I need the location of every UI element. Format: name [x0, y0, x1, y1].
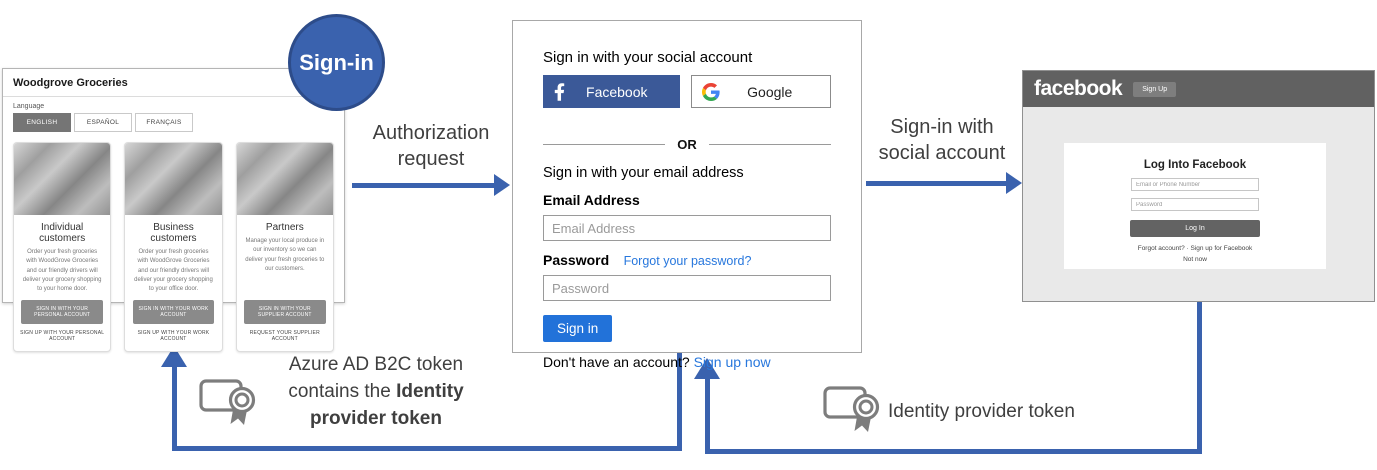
card-title: Partners: [265, 222, 304, 233]
facebook-login-card: Log Into Facebook Log In Forgot account?…: [1064, 143, 1326, 269]
sign-in-work-account-button[interactable]: SIGN IN WITH YOUR WORK ACCOUNT: [132, 300, 215, 325]
arrowhead-right-icon: [494, 174, 510, 196]
card-description: Manage your local produce in our invento…: [245, 238, 325, 272]
facebook-email-input[interactable]: [1131, 178, 1259, 191]
language-buttons: ENGLISH ESPAÑOL FRANÇAIS: [13, 113, 334, 132]
language-section: Language ENGLISH ESPAÑOL FRANÇAIS: [3, 97, 344, 134]
facebook-logo: facebook: [1034, 77, 1123, 100]
arrow-line: [677, 353, 682, 451]
facebook-header: facebook Sign Up: [1023, 71, 1374, 107]
arrow-line: [172, 367, 177, 446]
language-francais-button[interactable]: FRANÇAIS: [135, 113, 193, 132]
email-address-input[interactable]: [543, 215, 831, 241]
facebook-log-in-button[interactable]: Log In: [1130, 220, 1260, 237]
or-label: OR: [677, 137, 697, 152]
business-customers-card: Business customers Order your fresh groc…: [124, 142, 223, 353]
google-sign-in-button[interactable]: Google: [690, 75, 831, 108]
sign-in-badge: Sign-in: [288, 14, 385, 111]
language-espanol-button[interactable]: ESPAÑOL: [74, 113, 132, 132]
authorization-request-label: Authorization request: [372, 122, 490, 170]
google-icon: [701, 82, 720, 101]
arrow-line: [1197, 302, 1202, 454]
sign-up-now-link[interactable]: Sign up now: [693, 354, 771, 370]
partners-photo: [236, 143, 333, 215]
individual-customers-card: Individual customers Order your fresh gr…: [13, 142, 112, 353]
arrowhead-up-icon: [694, 358, 720, 379]
woodgrove-groceries-window: Woodgrove Groceries Language ENGLISH ESP…: [2, 68, 345, 353]
facebook-sign-up-button[interactable]: Sign Up: [1133, 81, 1177, 97]
facebook-not-now-link[interactable]: Not now: [1183, 256, 1207, 263]
sign-up-row: Don't have an account? Sign up now: [543, 354, 831, 370]
card-title: Business customers: [150, 222, 197, 244]
business-customers-photo: [125, 143, 222, 215]
token-certificate-icon: [199, 379, 256, 425]
arrowhead-right-icon: [1006, 172, 1022, 194]
card-description: Order your fresh groceries with WoodGrov…: [22, 249, 102, 293]
arrow-line: [866, 181, 1006, 186]
customer-cards: Individual customers Order your fresh gr…: [3, 134, 344, 360]
email-address-label: Email Address: [543, 192, 640, 208]
facebook-password-input[interactable]: [1131, 198, 1259, 211]
sign-in-supplier-account-button[interactable]: SIGN IN WITH YOUR SUPPLIER ACCOUNT: [243, 300, 326, 325]
language-label: Language: [13, 103, 45, 110]
google-button-label: Google: [747, 83, 793, 100]
facebook-icon: [554, 82, 565, 101]
email-sign-in-heading: Sign in with your email address: [543, 165, 744, 181]
social-account-heading: Sign in with your social account: [543, 49, 753, 66]
forgot-password-link[interactable]: Forgot your password?: [623, 254, 752, 268]
azure-b2c-token-label: Azure AD B2C token contains the Identity…: [288, 354, 464, 429]
arrow-line: [172, 446, 682, 451]
divider-line: [543, 144, 666, 145]
no-account-text: Don't have an account?: [543, 354, 690, 370]
sign-up-personal-account-link[interactable]: SIGN UP WITH YOUR PERSONAL ACCOUNT: [20, 330, 105, 343]
sign-in-button[interactable]: Sign in: [543, 315, 613, 342]
facebook-sign-in-button[interactable]: Facebook: [543, 75, 680, 108]
sign-in-badge-label: Sign-in: [299, 49, 374, 75]
b2c-sign-in-window: Sign in with your social account Faceboo…: [512, 20, 862, 370]
log-into-facebook-title: Log Into Facebook: [1143, 159, 1247, 171]
facebook-window: facebook Sign Up Log Into Facebook Log I…: [1022, 70, 1375, 302]
individual-customers-photo: [14, 143, 111, 215]
token-certificate-icon: [823, 386, 880, 432]
password-label-row: Password Forgot your password?: [543, 241, 831, 270]
sign-in-personal-account-button[interactable]: SIGN IN WITH YOUR PERSONAL ACCOUNT: [21, 300, 104, 325]
woodgrove-title: Woodgrove Groceries: [3, 69, 344, 97]
facebook-button-label: Facebook: [586, 83, 648, 100]
card-title: Individual customers: [39, 222, 86, 244]
arrow-line: [705, 379, 710, 449]
or-divider: OR: [543, 137, 831, 152]
arrow-line: [352, 183, 494, 188]
request-supplier-account-link[interactable]: REQUEST YOUR SUPPLIER ACCOUNT: [249, 330, 320, 343]
social-buttons-row: Facebook Google: [543, 75, 831, 108]
social-sign-in-label: Sign-in with social account: [878, 116, 1006, 164]
sign-up-work-account-link[interactable]: SIGN UP WITH YOUR WORK ACCOUNT: [137, 330, 210, 343]
divider-line: [708, 144, 831, 145]
partners-card: Partners Manage your local produce in ou…: [235, 142, 334, 353]
password-input[interactable]: [543, 275, 831, 301]
arrow-line: [705, 449, 1202, 454]
facebook-forgot-account-link[interactable]: Forgot account? · Sign up for Facebook: [1137, 245, 1253, 252]
identity-provider-token-label: Identity provider token: [888, 401, 1075, 422]
password-label: Password: [543, 252, 610, 268]
language-english-button[interactable]: ENGLISH: [13, 113, 71, 132]
card-description: Order your fresh groceries with WoodGrov…: [134, 249, 213, 293]
